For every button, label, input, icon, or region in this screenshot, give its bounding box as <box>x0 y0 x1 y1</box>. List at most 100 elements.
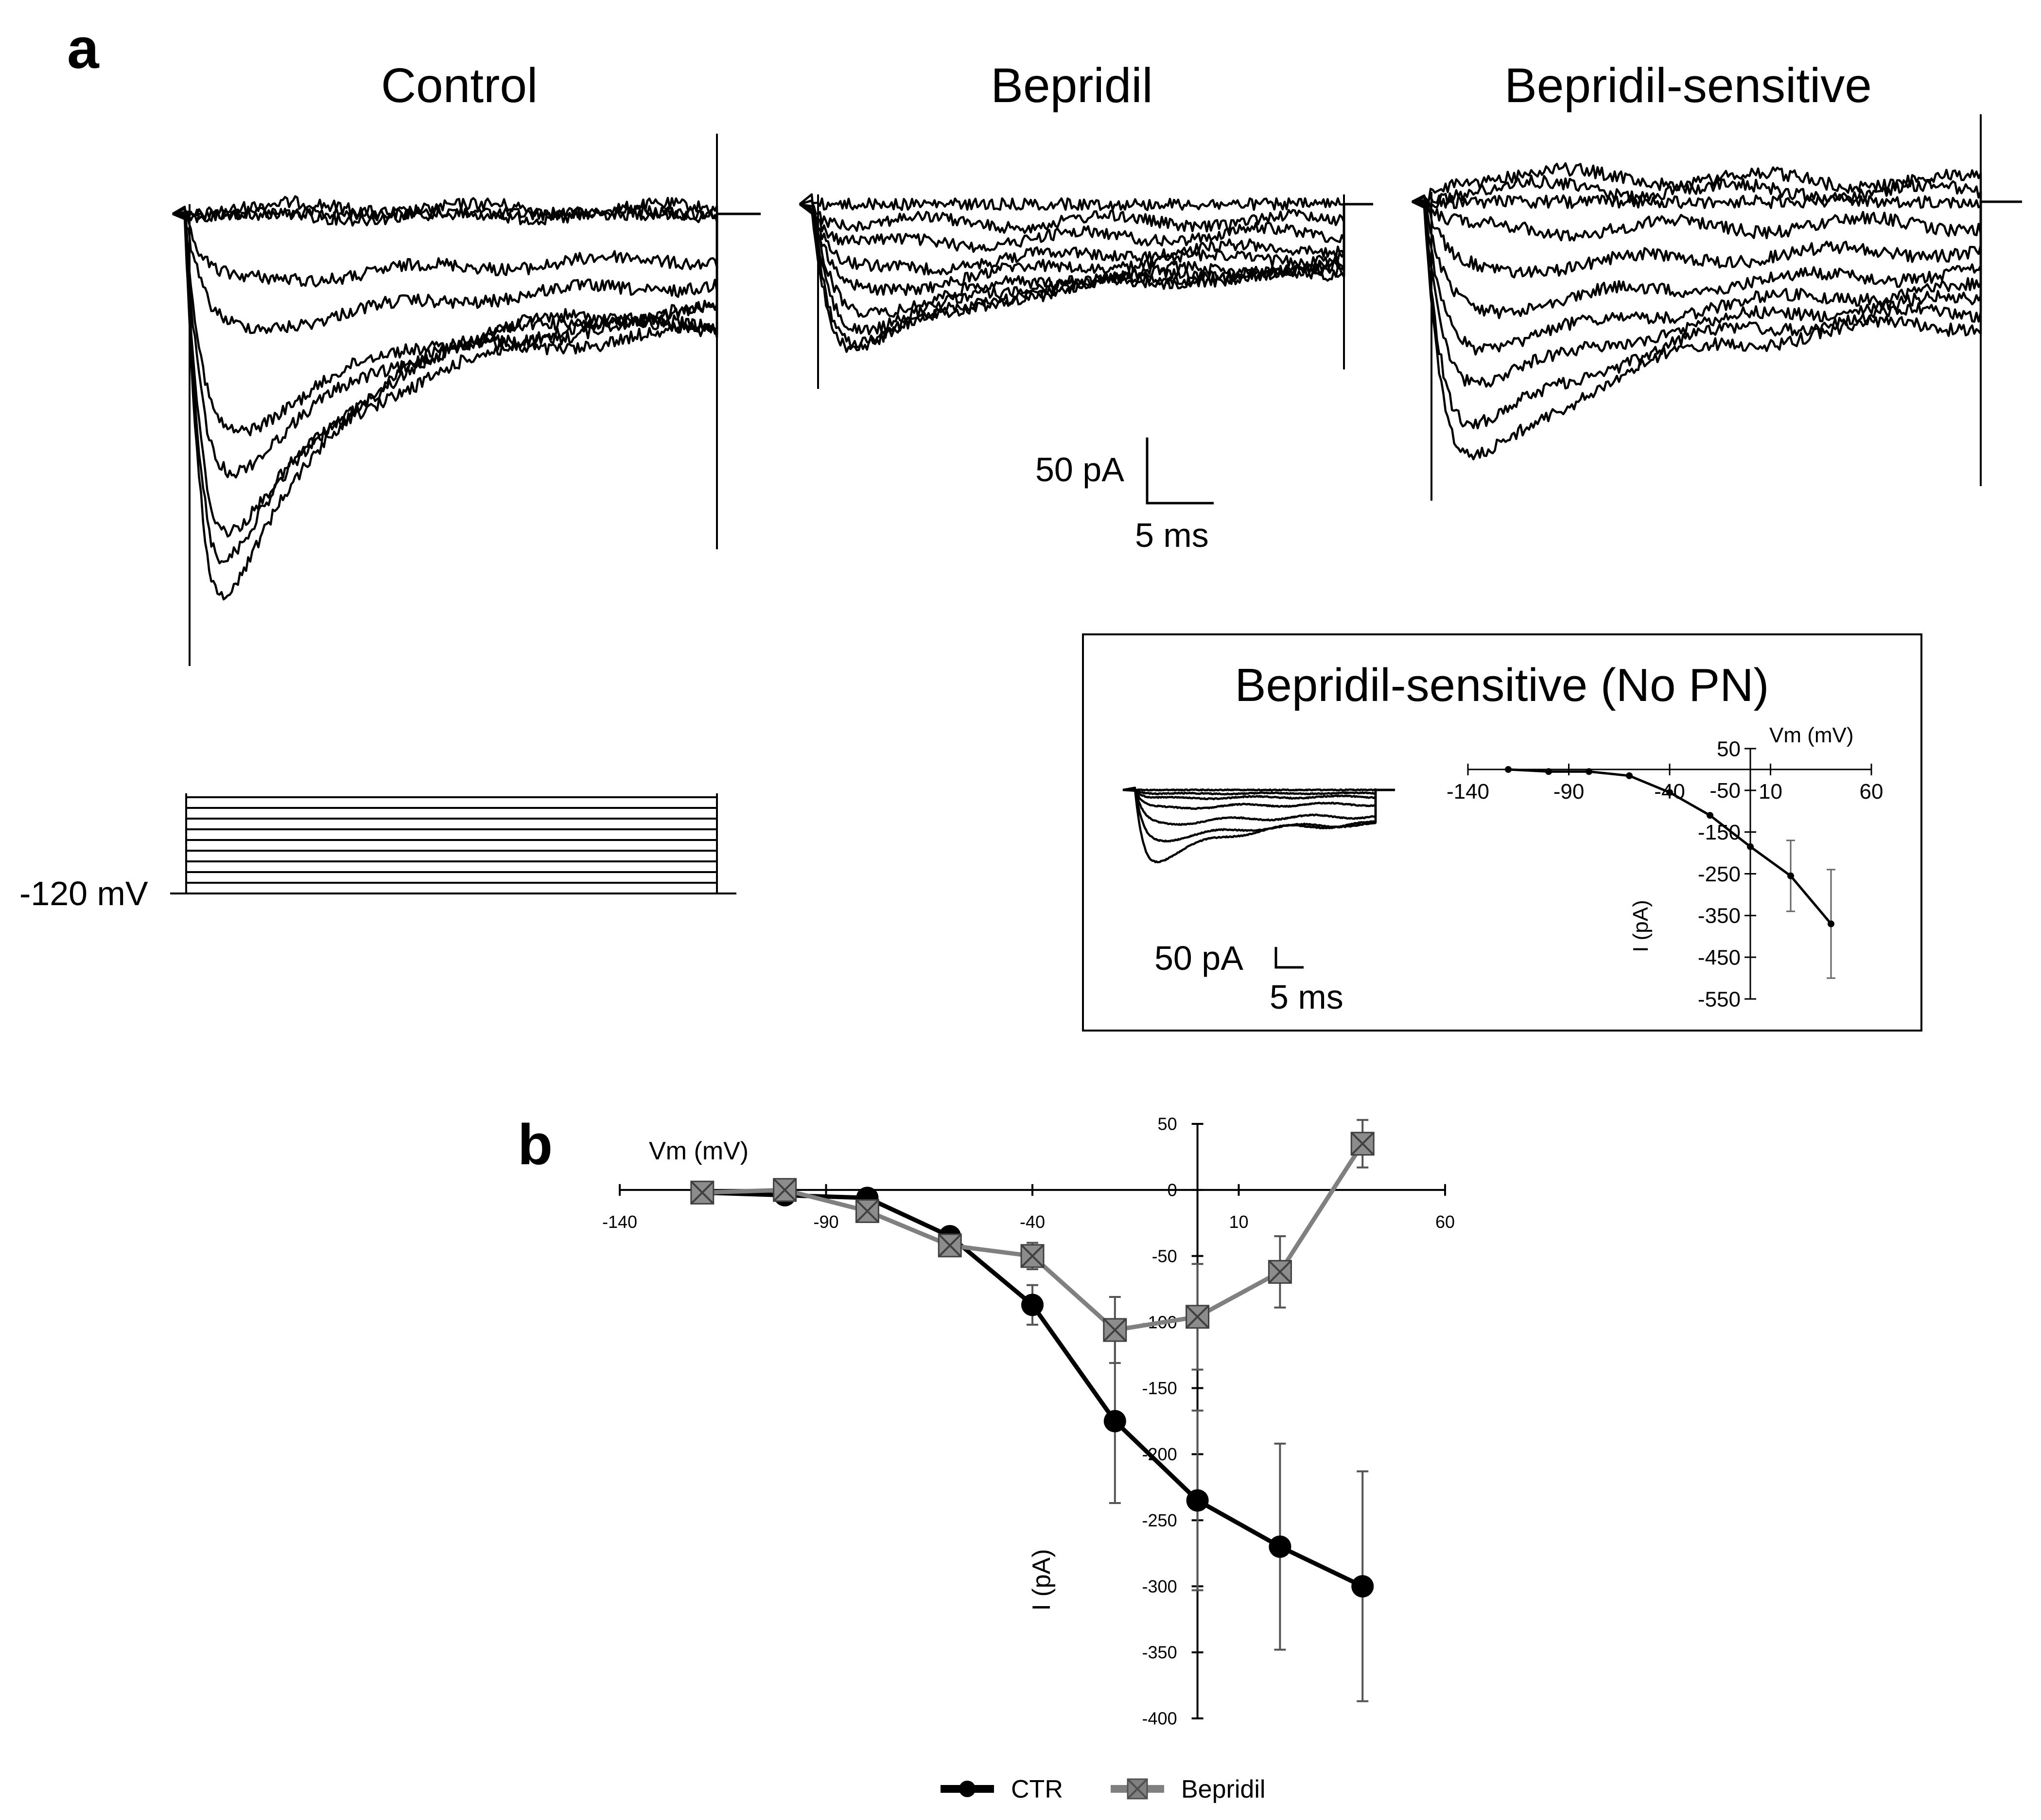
data-point-cross <box>1186 1305 1210 1329</box>
scale-bar: 50 pA 5 ms <box>1035 438 1214 554</box>
current-trace <box>1412 175 2022 209</box>
current-trace <box>172 212 761 479</box>
y-axis-label: I (pA) <box>1028 1549 1056 1610</box>
current-trace <box>1412 200 2022 430</box>
data-point <box>1747 843 1754 850</box>
x-tick-label: -140 <box>602 1212 637 1232</box>
current-trace <box>1412 199 2022 242</box>
current-trace <box>1412 200 2022 356</box>
current-trace <box>799 199 1373 276</box>
x-tick-label: -90 <box>813 1212 838 1232</box>
y-tick-label: -450 <box>1698 946 1741 970</box>
y-tick-label: -50 <box>1710 779 1741 803</box>
inset-iv-plot: -140-90-40106050-50-150-250-350-450-550V… <box>1447 723 1884 1011</box>
data-point <box>1707 812 1713 819</box>
x-tick-label: 60 <box>1860 780 1884 804</box>
scale-bar-current-label: 50 pA <box>1035 451 1124 489</box>
current-trace <box>799 199 1373 296</box>
current-trace <box>1122 788 1395 796</box>
data-point-cross <box>1020 1244 1045 1268</box>
data-point-cross <box>1268 1260 1292 1284</box>
x-axis-label: Vm (mV) <box>649 1137 749 1165</box>
y-tick-label: -50 <box>1152 1246 1177 1266</box>
data-point <box>1787 872 1794 879</box>
voltage-protocol: -120 mV <box>19 793 736 912</box>
current-trace <box>799 197 1373 211</box>
x-axis-label: Vm (mV) <box>1769 723 1854 747</box>
current-trace <box>799 203 1373 353</box>
x-tick-label: 10 <box>1229 1212 1248 1232</box>
bepridil-current-traces <box>799 193 1373 389</box>
x-tick-label: 60 <box>1435 1212 1455 1232</box>
legend-ctr-label: CTR <box>1011 1775 1063 1803</box>
current-trace <box>172 207 761 288</box>
data-point-cross <box>1350 1132 1375 1156</box>
y-tick-label: -250 <box>1142 1510 1177 1530</box>
series-bepridil <box>690 1119 1375 1371</box>
y-tick-label: -150 <box>1698 821 1741 844</box>
data-point <box>1626 772 1633 779</box>
y-tick-label: 50 <box>1717 737 1741 761</box>
current-trace <box>1412 200 2022 461</box>
current-trace <box>1412 195 2022 319</box>
x-tick-label: -90 <box>1553 780 1585 804</box>
panel-b-letter: b <box>518 1113 553 1177</box>
y-tick-label: -350 <box>1142 1643 1177 1662</box>
inset-panel: Bepridil-sensitive (No PN) 50 pA 5 ms -1… <box>1082 633 1922 1032</box>
data-point <box>1545 768 1552 775</box>
legend-item-bepridil: Bepridil <box>1111 1775 1265 1803</box>
inset-title: Bepridil-sensitive (No PN) <box>1235 659 1769 711</box>
y-tick-label: -150 <box>1142 1378 1177 1398</box>
x-tick-label: -40 <box>1020 1212 1045 1232</box>
data-point-cross <box>938 1233 962 1258</box>
bepridil-sensitive-current-traces <box>1411 114 2022 501</box>
current-trace <box>1122 788 1395 810</box>
current-trace <box>172 204 761 227</box>
data-point <box>1666 789 1673 796</box>
x-tick-label: -140 <box>1447 780 1489 804</box>
data-point <box>1021 1294 1044 1316</box>
x-tick-label: 10 <box>1759 780 1782 804</box>
current-trace <box>1122 788 1395 792</box>
inset-scale-time-label: 5 ms <box>1270 978 1343 1016</box>
legend-bepridil-label: Bepridil <box>1181 1775 1265 1803</box>
control-title: Control <box>381 58 538 113</box>
y-tick-label: -350 <box>1698 904 1741 928</box>
data-point <box>1505 766 1512 773</box>
data-point <box>1586 768 1592 775</box>
data-point-cross <box>690 1180 715 1205</box>
scale-bar-time-label: 5 ms <box>1135 516 1209 554</box>
current-trace <box>1412 196 2022 279</box>
data-point <box>1351 1575 1374 1598</box>
current-trace <box>172 208 761 334</box>
current-trace <box>172 212 761 601</box>
data-point-cross <box>1103 1318 1127 1342</box>
y-tick-label: -300 <box>1142 1576 1177 1596</box>
data-point-cross <box>855 1199 879 1223</box>
bepridil-title: Bepridil <box>991 58 1153 113</box>
current-trace <box>799 203 1373 234</box>
legend-ctr-marker <box>959 1781 976 1797</box>
data-point <box>1269 1535 1291 1558</box>
legend-item-ctr: CTR <box>941 1775 1063 1803</box>
current-trace <box>799 203 1373 253</box>
current-trace <box>1122 787 1395 826</box>
control-current-traces <box>172 134 761 666</box>
current-trace <box>1412 200 2022 388</box>
data-point <box>1103 1410 1126 1433</box>
data-point <box>1186 1489 1209 1512</box>
inset-current-traces <box>1122 787 1395 863</box>
current-trace <box>172 210 761 538</box>
y-tick-label: -550 <box>1698 987 1741 1011</box>
inset-scale-current-label: 50 pA <box>1154 939 1243 977</box>
holding-potential-label: -120 mV <box>19 875 148 912</box>
legend: CTR Bepridil <box>941 1775 1265 1803</box>
current-trace <box>1411 194 2022 210</box>
current-trace <box>1122 788 1395 863</box>
data-point <box>1828 920 1834 928</box>
y-tick-label: 50 <box>1158 1114 1177 1134</box>
y-axis-label: I (pA) <box>1629 900 1653 952</box>
y-tick-label: -400 <box>1142 1709 1177 1729</box>
bepridil-sensitive-title: Bepridil-sensitive <box>1504 58 1872 113</box>
